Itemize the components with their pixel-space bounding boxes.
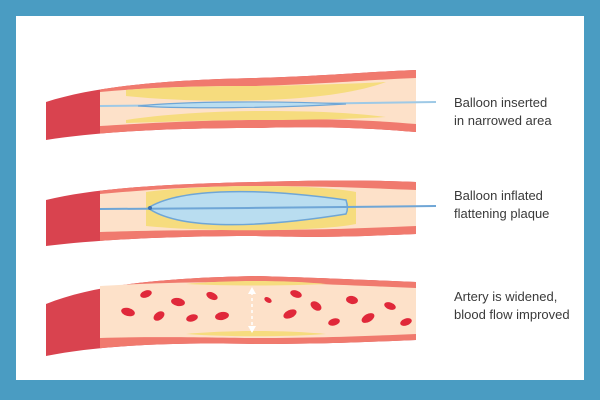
caption-step-inserted: Balloon inserted in narrowed area <box>454 94 552 130</box>
plaque-top <box>126 82 386 101</box>
caption-line: Balloon inflated <box>454 188 543 203</box>
plaque-bottom <box>126 111 386 123</box>
vessel-step-widened <box>46 276 416 356</box>
red-blood-cells-icon <box>121 290 412 326</box>
diagram-panel: Balloon inserted in narrowed area Balloo… <box>16 16 584 380</box>
caption-line: flattening plaque <box>454 206 550 221</box>
plaque-compressed-top <box>186 281 326 286</box>
caption-line: blood flow improved <box>454 307 570 322</box>
vessel-step-inserted <box>46 70 437 140</box>
catheter-tip-marker <box>148 206 152 210</box>
angioplasty-diagram <box>46 70 437 356</box>
caption-line: in narrowed area <box>454 113 552 128</box>
caption-step-widened: Artery is widened, blood flow improved <box>454 288 570 324</box>
widening-arrow-icon <box>248 287 256 333</box>
plaque-compressed-bottom <box>186 331 326 337</box>
caption-line: Balloon inserted <box>454 95 548 110</box>
deflated-balloon-catheter-icon <box>137 101 347 109</box>
catheter-wire <box>100 205 437 210</box>
caption-line: Artery is widened, <box>454 289 558 304</box>
caption-step-inflated: Balloon inflated flattening plaque <box>454 187 549 223</box>
vessel-step-inflated <box>46 180 437 246</box>
